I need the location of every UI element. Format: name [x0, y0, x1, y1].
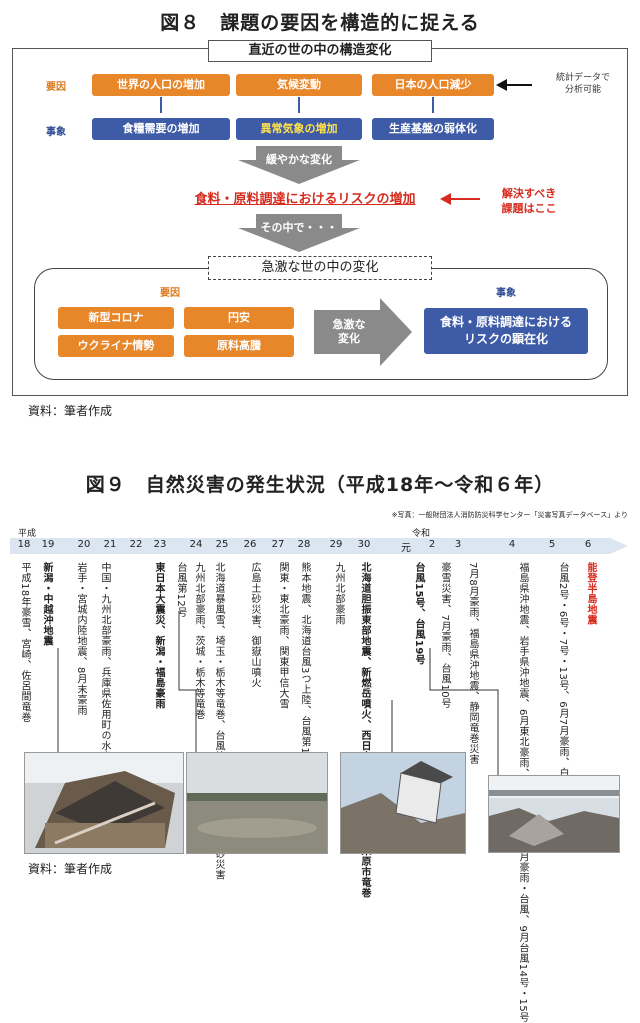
timeline-event: 平成18年豪雪、宮崎、佐呂間竜巻 — [19, 562, 30, 723]
photo-landslide-house — [340, 752, 466, 854]
timeline-event: 熊本地震、北海道台風3つ上陸、台風第10号 — [299, 562, 310, 772]
slow-change-label: 緩やかな変化 — [266, 153, 332, 166]
timeline-year: 6 — [584, 539, 592, 550]
amid-label: その中で・・・ — [260, 221, 338, 234]
timeline-event: 7月8月豪雨、福島県沖地震、静岡竜巻災害 — [467, 562, 478, 765]
timeline-event: 東日本大震災、新潟・福島豪雨 — [153, 562, 164, 709]
timeline-year: 4 — [508, 539, 516, 550]
rapid-cause-tag: 要因 — [160, 288, 180, 299]
timeline-event: 関東・東北豪雨、関東甲信大雪 — [277, 562, 288, 709]
timeline-event: 北海道暴風雪、埼玉・栃木等竜巻、台風第18号、伊豆大島土砂災害 — [213, 562, 224, 881]
cause-world-population: 世界の人口の増加 — [92, 74, 230, 96]
timeline-year: 25 — [215, 539, 229, 550]
timeline-event: 能登半島地震 — [585, 562, 596, 625]
timeline-year: 28 — [297, 539, 311, 550]
event-food-demand: 食糧需要の増加 — [92, 118, 230, 140]
timeline-year: 30 — [357, 539, 371, 550]
timeline-event: 中国・九州北部豪雨、兵庫県佐用町の水害 — [99, 562, 110, 762]
cause-japan-population: 日本の人口減少 — [372, 74, 494, 96]
timeline-year: 元 — [401, 543, 411, 554]
photo-collapsed-house — [24, 752, 184, 854]
stats-arrow-line — [506, 84, 532, 86]
timeline-year: 2 — [428, 539, 436, 550]
photo-connectors — [57, 612, 499, 775]
timeline-event: 九州北部豪雨、茨城・栃木等竜巻 — [193, 562, 204, 720]
timeline-year: 19 — [41, 539, 55, 550]
timeline-event: 北海道胆振東部地震、新燃岳噴火、西日本豪雨、山形豪雨、米原市竜巻 — [359, 562, 370, 898]
fig9-source: 資料：筆者作成 — [28, 862, 113, 876]
cause-tag: 要因 — [46, 82, 66, 93]
timeline-year: 24 — [189, 539, 203, 550]
event-tag: 事象 — [46, 127, 66, 138]
arrow-v1 — [160, 97, 162, 113]
rapid-change-arrow-label: 急激な 変化 — [332, 318, 366, 345]
timeline-year: 18 — [17, 539, 31, 550]
timeline-event: 広島土砂災害、御嶽山噴火 — [249, 562, 260, 688]
stats-arrow-head — [496, 79, 507, 91]
solve-arrow-head — [440, 193, 451, 205]
timeline-event: 九州北部豪雨 — [333, 562, 344, 625]
timeline-year: 29 — [329, 539, 343, 550]
timeline-event: 新潟・中越沖地震 — [41, 562, 52, 646]
event-extreme-weather: 異常気象の増加 — [236, 118, 362, 140]
solve-arrow-line — [450, 198, 480, 200]
timeline-year: 23 — [153, 539, 167, 550]
rapid-risk-result: 食料・原料調達における リスクの顕在化 — [424, 308, 588, 354]
timeline-event: 岩手・宮城内陸地震、8月末豪雨 — [75, 562, 86, 716]
timeline-year: 20 — [77, 539, 91, 550]
amid-arrow — [238, 214, 360, 252]
timeline-year: 21 — [103, 539, 117, 550]
rapid-event-tag: 事象 — [496, 288, 516, 299]
timeline-year: 27 — [271, 539, 285, 550]
timeline-year: 5 — [548, 539, 556, 550]
rapid-change-arrow — [314, 298, 412, 366]
rapid-cause-material-prices: 原料高騰 — [184, 335, 294, 357]
event-production-weakening: 生産基盤の弱体化 — [372, 118, 494, 140]
timeline-year: 26 — [243, 539, 257, 550]
timeline-event: 台風第12号 — [175, 562, 186, 618]
fig8-title: 図８ 課題の要因を構造的に捉える — [160, 12, 480, 34]
rapid-cause-ukraine: ウクライナ情勢 — [58, 335, 174, 357]
timeline-band — [10, 538, 628, 554]
photo-flood — [186, 752, 328, 854]
stats-note: 統計データで 分析可能 — [555, 73, 610, 95]
fig9-title: 図９ 自然災害の発生状況（平成18年〜令和６年） — [85, 474, 555, 496]
risk-increase: 食料・原料調達におけるリスクの増加 — [194, 192, 416, 207]
slow-change-arrow — [238, 146, 360, 184]
rapid-cause-covid: 新型コロナ — [58, 307, 174, 329]
rapid-change-label: 急激な世の中の変化 — [208, 256, 432, 280]
timeline-year: 3 — [454, 539, 462, 550]
timeline-year: 22 — [129, 539, 143, 550]
fig8-source: 資料：筆者作成 — [28, 404, 113, 418]
photo-credit: ※写真：一般財団法人消防防災科学センター「災害写真データベース」より — [391, 511, 628, 519]
era-heisei: 平成 — [18, 529, 37, 539]
timeline-event: 台風15号、台風19号 — [413, 562, 424, 666]
rapid-cause-weak-yen: 円安 — [184, 307, 294, 329]
timeline-event: 台風2号・6号・7号・13号、6月7月豪雨、白馬村土砂災害 — [557, 562, 568, 842]
photo-debris — [488, 775, 620, 853]
arrow-v2 — [298, 97, 300, 113]
solve-note: 解決すべき 課題はここ — [501, 187, 557, 215]
timeline-event: 豪雪災害、7月豪雨、台風10号 — [439, 562, 450, 709]
cause-climate-change: 気候変動 — [236, 74, 362, 96]
recent-change-label: 直近の世の中の構造変化 — [208, 40, 432, 62]
era-reiwa: 令和 — [412, 529, 431, 539]
arrow-v3 — [432, 97, 434, 113]
